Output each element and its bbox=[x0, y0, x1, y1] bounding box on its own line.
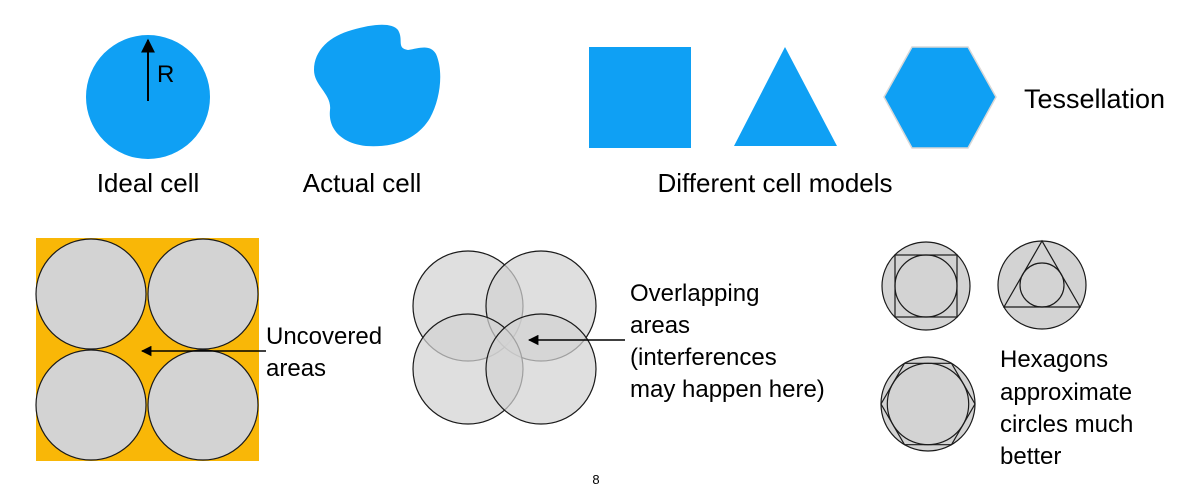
overlap-label-line1: Overlapping bbox=[630, 280, 759, 307]
cell-models: Tessellation Different cell models bbox=[589, 46, 1165, 198]
actual-cell-blob bbox=[314, 24, 441, 147]
hexagon-label-line1: Hexagons bbox=[1000, 346, 1108, 373]
square-cell-model bbox=[589, 47, 691, 148]
inner-circle bbox=[1019, 262, 1065, 308]
triangle-approximation bbox=[997, 239, 1087, 330]
actual-cell-caption: Actual cell bbox=[303, 168, 422, 198]
square-approximation bbox=[881, 241, 971, 331]
inner-circle bbox=[886, 362, 970, 446]
inner-circle bbox=[894, 254, 958, 318]
ideal-cell-caption: Ideal cell bbox=[97, 168, 200, 198]
triangle-cell-model bbox=[734, 47, 837, 146]
overlapping-areas-diagram: Overlapping areas (interferences may hap… bbox=[412, 250, 825, 425]
hexagon-label-line3: circles much bbox=[1000, 411, 1133, 438]
tessellation-label: Tessellation bbox=[1024, 84, 1165, 114]
hexagon-outline bbox=[880, 362, 976, 446]
coverage-circle bbox=[147, 238, 259, 350]
hexagon-label-line4: better bbox=[1000, 443, 1061, 470]
uncovered-label-line2: areas bbox=[266, 355, 326, 382]
actual-cell: Actual cell bbox=[303, 24, 441, 198]
overlap-label-line4: may happen here) bbox=[630, 376, 825, 403]
outer-circle bbox=[997, 240, 1087, 330]
outer-circle bbox=[880, 356, 976, 452]
hexagon-label-line2: approximate bbox=[1000, 379, 1132, 406]
cell-models-caption: Different cell models bbox=[657, 168, 892, 198]
overlap-label-line3: (interferences bbox=[630, 344, 777, 371]
coverage-circle bbox=[35, 349, 147, 461]
overlap-label-line2: areas bbox=[630, 312, 690, 339]
approximation-diagram: Hexagons approximate circles much better bbox=[880, 239, 1133, 470]
radius-label: R bbox=[157, 61, 174, 88]
uncovered-label-line1: Uncovered bbox=[266, 323, 382, 350]
coverage-circle bbox=[35, 238, 147, 350]
page-number: 8 bbox=[592, 472, 599, 485]
hexagon-cell-model bbox=[883, 46, 997, 149]
coverage-circle bbox=[147, 349, 259, 461]
overlap-circle bbox=[485, 313, 597, 425]
uncovered-areas-diagram: Uncovered areas bbox=[35, 238, 382, 461]
hexagon-approximation bbox=[880, 356, 976, 452]
ideal-cell: R Ideal cell bbox=[86, 35, 210, 198]
